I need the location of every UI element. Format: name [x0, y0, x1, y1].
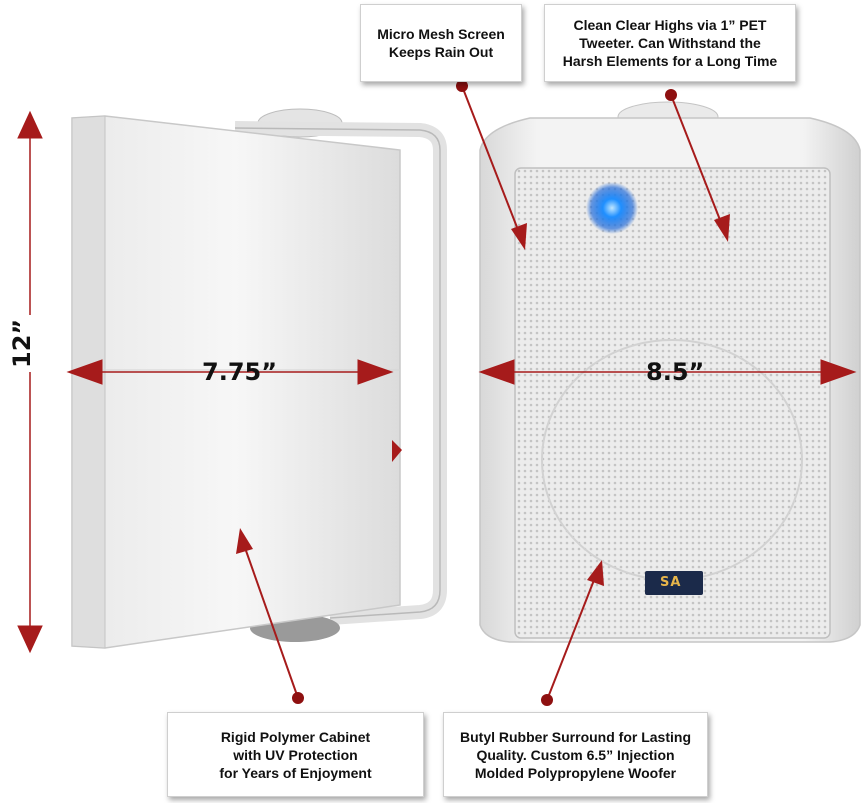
mesh-callout-line-1: Micro Mesh Screen: [377, 26, 505, 42]
side-view-speaker: [71, 108, 447, 649]
sa-logo-text: SA: [660, 575, 682, 590]
width-dimension-label: 8.5”: [646, 358, 705, 386]
dimension-arrows: [17, 110, 857, 654]
woofer-pointer: [546, 574, 597, 701]
sa-logo-badge: [645, 571, 703, 595]
tweeter-callout-line-3: Harsh Elements for a Long Time: [562, 53, 778, 69]
blue-led-indicator: [586, 182, 638, 234]
tweeter-callout-line-1: Clean Clear Highs via 1” PET: [573, 17, 767, 33]
height-dimension-label: 12”: [8, 314, 36, 372]
woofer-callout-line-3: Molded Polypropylene Woofer: [474, 764, 677, 781]
callout-pointers: [236, 80, 730, 706]
cabinet-callout-line-1: Rigid Polymer Cabinet: [220, 728, 371, 745]
mesh-pointer: [461, 85, 521, 236]
tweeter-pointer: [670, 94, 723, 226]
cabinet-pointer: [243, 544, 299, 699]
depth-dimension-label: 7.75”: [202, 358, 277, 386]
cabinet-callout: Rigid Polymer Cabinet with UV Protection…: [167, 712, 424, 797]
tweeter-callout-line-2: Tweeter. Can Withstand the: [579, 35, 761, 51]
woofer-callout-line-1: Butyl Rubber Surround for Lasting: [460, 728, 691, 745]
woofer-callout-line-2: Quality. Custom 6.5” Injection: [476, 746, 675, 763]
cabinet-callout-line-2: with UV Protection: [233, 746, 358, 763]
front-view-speaker: [479, 101, 861, 643]
cabinet-callout-line-3: for Years of Enjoyment: [219, 764, 372, 781]
mesh-callout-line-2: Keeps Rain Out: [388, 44, 494, 60]
mesh-screen-callout: Micro Mesh Screen Keeps Rain Out: [360, 4, 522, 82]
mesh-grille: [514, 167, 831, 639]
tweeter-callout: Clean Clear Highs via 1” PET Tweeter. Ca…: [544, 4, 796, 82]
woofer-callout: Butyl Rubber Surround for Lasting Qualit…: [443, 712, 708, 797]
